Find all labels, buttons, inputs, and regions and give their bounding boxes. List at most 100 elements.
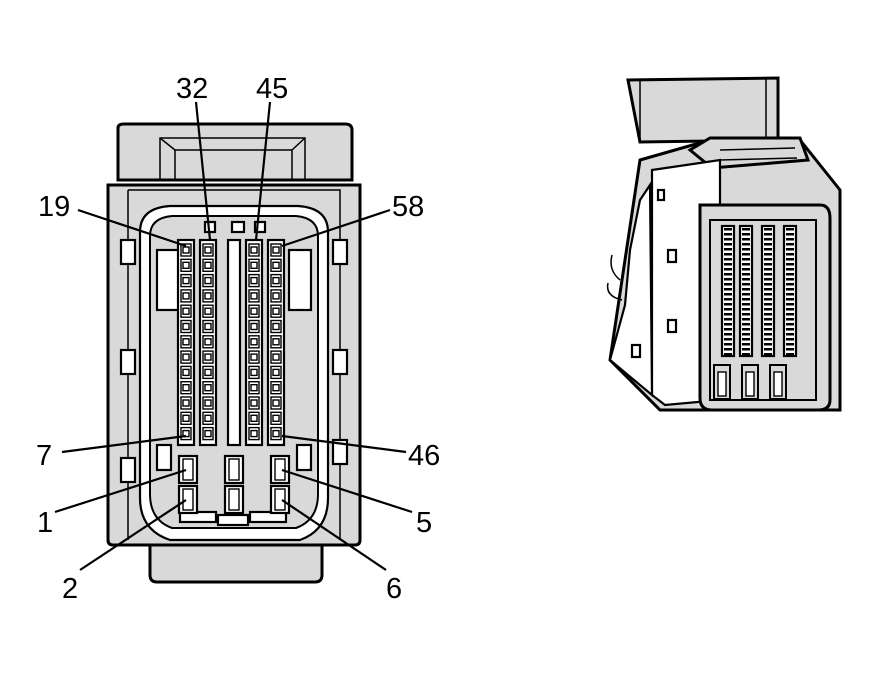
signal-cavity-inner <box>272 261 280 269</box>
isometric-cavity-line <box>742 228 750 231</box>
signal-cavity-inner <box>204 399 212 407</box>
isometric-cavity-line <box>764 308 772 311</box>
signal-cavity-inner <box>204 246 212 254</box>
power-cavity-columns <box>177 454 291 515</box>
isometric-cavity-line <box>764 283 772 286</box>
signal-cavity-inner <box>182 338 190 346</box>
isometric-cavity-stripes <box>720 224 798 358</box>
isometric-cavity-line <box>724 278 732 281</box>
pin-labels: 32 45 19 58 7 46 1 5 2 6 <box>36 73 440 605</box>
signal-cavity-inner <box>204 292 212 300</box>
signal-cavity-inner <box>204 384 212 392</box>
isometric-cavity-line <box>764 313 772 316</box>
isometric-cavity-line <box>742 313 750 316</box>
signal-cavity-inner <box>250 399 258 407</box>
isometric-cavity-line <box>786 248 794 251</box>
isometric-cavity-line <box>724 248 732 251</box>
isometric-cavity-line <box>764 253 772 256</box>
signal-cavity-inner <box>250 261 258 269</box>
isometric-cavity-line <box>786 303 794 306</box>
signal-cavity-inner <box>204 338 212 346</box>
isometric-cavity-line <box>786 278 794 281</box>
isometric-cavity-line <box>786 293 794 296</box>
signal-cavity-inner <box>204 414 212 422</box>
isometric-cavity-line <box>724 333 732 336</box>
isometric-cavity-line <box>742 263 750 266</box>
isometric-cavity-line <box>764 288 772 291</box>
isometric-cavity-line <box>724 298 732 301</box>
signal-cavity-inner <box>204 429 212 438</box>
signal-cavity-inner <box>204 261 212 269</box>
isometric-cavity-line <box>786 288 794 291</box>
signal-cavity-inner <box>272 338 280 346</box>
isometric-cavity-line <box>786 268 794 271</box>
signal-cavity-inner <box>250 246 258 254</box>
isometric-cavity-line <box>724 283 732 286</box>
isometric-cavity-line <box>786 243 794 246</box>
isometric-cavity-line <box>786 273 794 276</box>
isometric-cavity-line <box>742 298 750 301</box>
isometric-cavity-line <box>764 323 772 326</box>
isometric-cavity-line <box>786 343 794 346</box>
signal-cavity-inner <box>182 384 190 392</box>
connector-isometric-view <box>606 76 842 412</box>
isometric-cavity-line <box>742 303 750 306</box>
signal-cavity-inner <box>250 414 258 422</box>
signal-cavity-inner <box>272 399 280 407</box>
isometric-cavity-line <box>724 308 732 311</box>
isometric-cavity-line <box>786 313 794 316</box>
signal-cavity-inner <box>182 307 190 315</box>
signal-cavity-inner <box>250 338 258 346</box>
isometric-cavity-line <box>742 293 750 296</box>
pin-label-45: 45 <box>256 73 288 105</box>
signal-cavity-inner <box>272 368 280 377</box>
isometric-cavity-line <box>724 338 732 341</box>
signal-cavity-inner <box>182 322 190 331</box>
isometric-cavity-line <box>724 263 732 266</box>
isometric-cavity-line <box>724 228 732 231</box>
isometric-cavity-line <box>742 288 750 291</box>
isometric-cavity-line <box>786 338 794 341</box>
isometric-cavity-line <box>764 328 772 331</box>
isometric-cavity-line <box>764 278 772 281</box>
signal-cavity-inner <box>250 276 258 285</box>
isometric-cavity-line <box>764 293 772 296</box>
isometric-cavity-line <box>786 353 794 356</box>
isometric-cavity-line <box>724 328 732 331</box>
isometric-cavity-line <box>786 258 794 261</box>
isometric-cavity-line <box>742 338 750 341</box>
isometric-cavity-line <box>764 273 772 276</box>
power-cavity-inner <box>274 488 286 511</box>
pin-label-2: 2 <box>62 573 78 605</box>
signal-cavity-inner <box>272 353 280 361</box>
isometric-cavity-line <box>786 318 794 321</box>
isometric-cavity-line <box>764 318 772 321</box>
pin-label-19: 19 <box>38 191 70 223</box>
isometric-cavity-line <box>786 308 794 311</box>
isometric-cavity-line <box>724 313 732 316</box>
signal-cavity-inner <box>204 368 212 377</box>
isometric-cavity-line <box>724 343 732 346</box>
isometric-cavity-line <box>786 228 794 231</box>
isometric-cavity-line <box>724 323 732 326</box>
pin-label-46: 46 <box>408 440 440 472</box>
isometric-cavity-line <box>786 263 794 266</box>
isometric-cavity-line <box>764 263 772 266</box>
isometric-cavity-line <box>742 308 750 311</box>
isometric-cavity-line <box>724 258 732 261</box>
signal-cavity-inner <box>182 353 190 361</box>
isometric-cavity-line <box>764 268 772 271</box>
signal-cavity-inner <box>182 261 190 269</box>
isometric-cavity-line <box>724 318 732 321</box>
pin-label-58: 58 <box>392 191 424 223</box>
isometric-cavity-line <box>764 248 772 251</box>
isometric-cavity-line <box>724 348 732 351</box>
isometric-cavity-line <box>742 278 750 281</box>
isometric-cavity-line <box>764 338 772 341</box>
power-cavity-inner <box>228 458 240 481</box>
isometric-cavity-line <box>742 258 750 261</box>
isometric-cavity-line <box>764 303 772 306</box>
isometric-cavity-line <box>724 268 732 271</box>
signal-cavity-inner <box>182 414 190 422</box>
signal-cavity-inner <box>272 429 280 438</box>
